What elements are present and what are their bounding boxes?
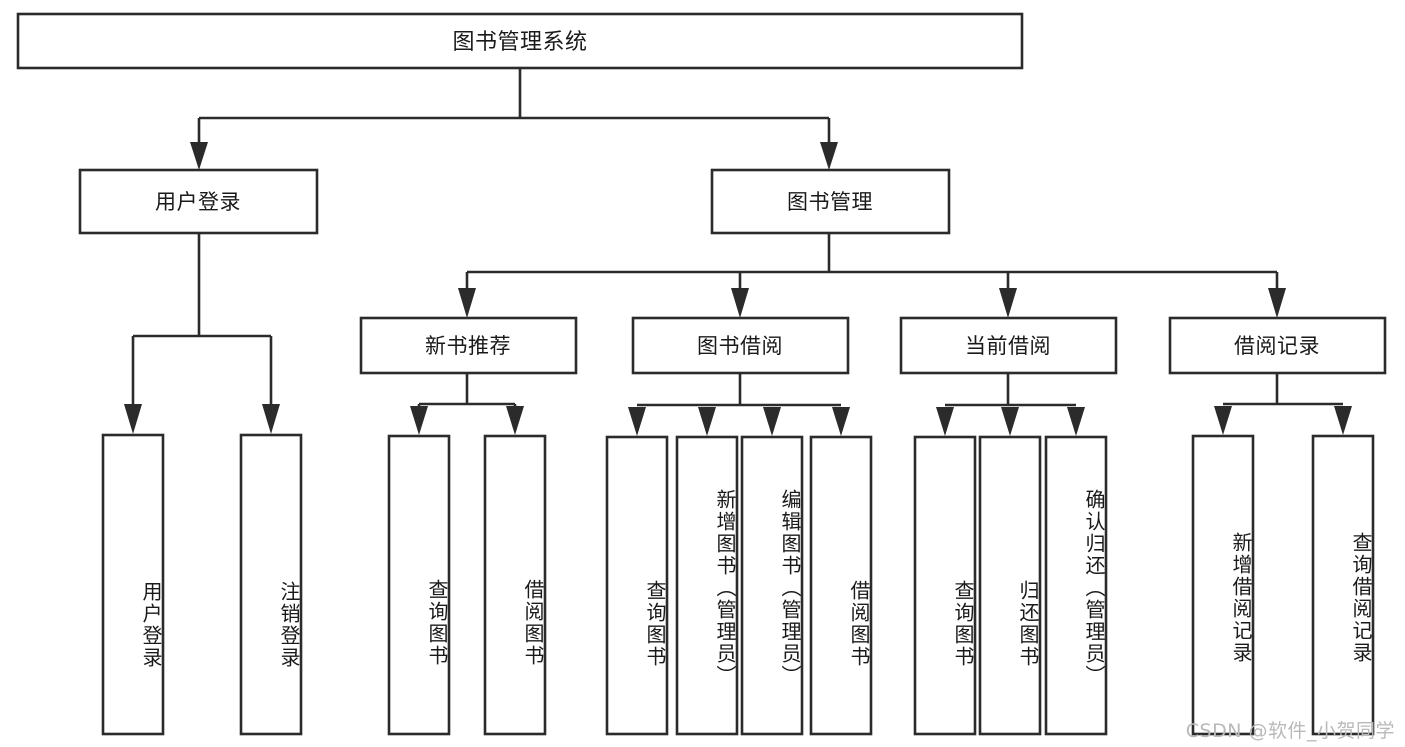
leaf-box-query-record[interactable]: [1311, 434, 1375, 736]
arrow-leaf-query-record: [1334, 406, 1352, 435]
node-new-book-box[interactable]: [359, 316, 578, 375]
node-new-book-label: 新书推荐: [425, 334, 511, 358]
arrow-leaf-add-record: [1214, 406, 1232, 435]
nodes-group: 图书管理系统 用户登录 图书管理 新书推荐 图书借阅 当前借阅 借阅记录: [16, 12, 1387, 736]
arrow-leaf-query-book-a: [410, 406, 428, 435]
node-user-login-box[interactable]: [78, 168, 319, 235]
arrow-leaf-query-book-b: [628, 407, 646, 436]
arrow-to-book-borrow: [731, 288, 749, 318]
leaf-box-user-login[interactable]: [101, 433, 165, 736]
node-current-borrow-box[interactable]: [899, 316, 1118, 375]
arrow-leaf-edit-book: [763, 407, 781, 436]
leaf-box-edit-book[interactable]: [740, 435, 804, 736]
arrow-leaf-return-book: [1001, 407, 1019, 436]
node-current-borrow-label: 当前借阅: [965, 334, 1051, 358]
leaf-box-confirm-return[interactable]: [1044, 435, 1108, 736]
node-book-manage-label: 图书管理: [787, 190, 873, 214]
arrow-to-current-borrow: [999, 288, 1017, 318]
node-user-login-label: 用户登录: [155, 190, 241, 214]
leaf-box-query-book-b[interactable]: [605, 435, 669, 736]
node-root-box[interactable]: [16, 12, 1024, 70]
arrow-to-user-login: [190, 142, 208, 170]
arrow-to-new-book: [458, 288, 476, 318]
arrow-leaf-borrow-book-b: [832, 407, 850, 436]
node-book-borrow-label: 图书借阅: [697, 334, 783, 358]
edges-group: [124, 68, 1352, 436]
leaf-box-add-book[interactable]: [675, 435, 739, 736]
leaf-box-borrow-book-a[interactable]: [483, 434, 547, 736]
node-borrow-record-label: 借阅记录: [1234, 334, 1320, 358]
arrow-leaf-query-book-c: [936, 407, 954, 436]
csdn-watermark: CSDN @软件_小贺同学: [1185, 720, 1395, 742]
node-root-label: 图书管理系统: [452, 30, 587, 55]
node-borrow-record-box[interactable]: [1168, 316, 1387, 375]
arrow-leaf-confirm-return: [1067, 407, 1085, 436]
arrow-leaf-borrow-book-a: [506, 406, 524, 435]
arrow-leaf-add-book: [698, 407, 716, 436]
leaf-box-logout[interactable]: [239, 433, 303, 736]
leaf-box-add-record[interactable]: [1191, 434, 1255, 736]
node-book-manage-box[interactable]: [710, 168, 951, 235]
leaf-box-borrow-book-b[interactable]: [809, 435, 873, 736]
arrow-leaf-user-login: [124, 404, 142, 434]
leaf-box-return-book[interactable]: [978, 435, 1042, 736]
arrow-to-book-manage: [820, 142, 838, 170]
arrow-leaf-logout: [262, 404, 280, 434]
arrow-to-borrow-record: [1268, 288, 1286, 318]
node-book-borrow-box[interactable]: [631, 316, 850, 375]
leaf-box-query-book-c[interactable]: [913, 435, 977, 736]
leaf-box-query-book-a[interactable]: [387, 434, 451, 736]
